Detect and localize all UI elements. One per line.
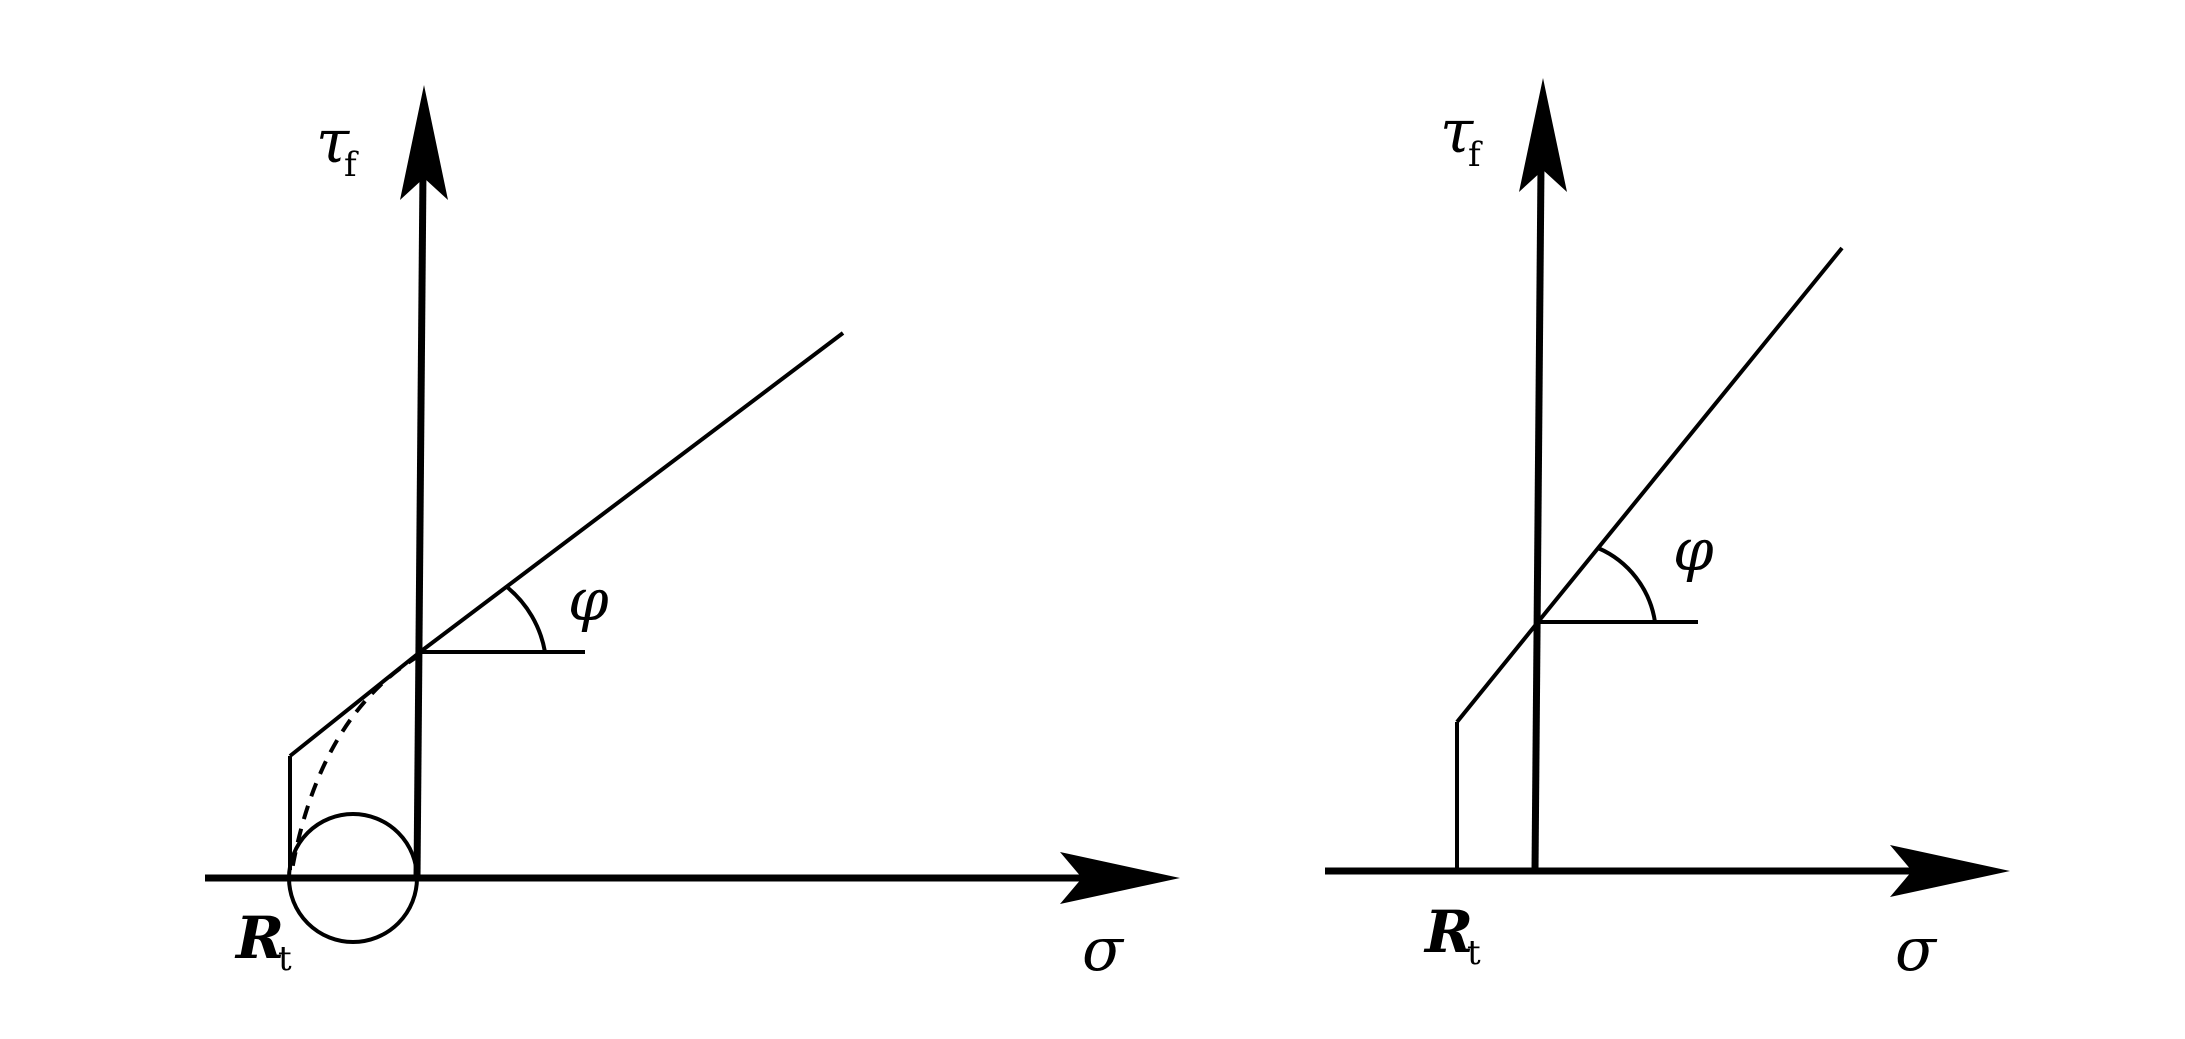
left-x-arrowhead (1060, 852, 1180, 904)
left-angle-label: φ (568, 566, 609, 634)
left-intercept-label: R (234, 904, 284, 972)
left-dashed-curve (290, 653, 422, 871)
right-intercept-subscript: t (1467, 933, 1481, 973)
right-x-arrowhead (1890, 845, 2010, 897)
right-x-axis-label: σ (1895, 915, 1938, 985)
right-diagram: τ f φ R t σ (1325, 78, 2010, 985)
right-y-axis-subscript: f (1468, 135, 1483, 175)
left-diagram: τ f φ R t σ (205, 85, 1180, 985)
left-angle-arc (505, 585, 547, 653)
right-angle-label: φ (1673, 516, 1714, 584)
left-envelope-line (418, 331, 845, 654)
right-y-arrowhead (1519, 78, 1567, 192)
left-x-axis-label: σ (1082, 915, 1125, 985)
left-mohr-circle (287, 812, 419, 944)
left-intercept-subscript: t (278, 939, 292, 979)
right-angle-arc (1597, 546, 1657, 623)
left-y-axis-subscript: f (344, 145, 359, 185)
right-intercept-label: R (1423, 898, 1473, 966)
left-lower-segment (288, 650, 422, 758)
right-envelope-line (1536, 246, 1844, 624)
right-y-axis-label: τ (1440, 97, 1474, 167)
right-y-axis (1531, 164, 1545, 872)
left-y-axis-label: τ (316, 107, 350, 177)
left-y-axis (413, 169, 427, 879)
left-y-arrowhead (400, 85, 448, 200)
right-lower-segment (1455, 620, 1540, 724)
